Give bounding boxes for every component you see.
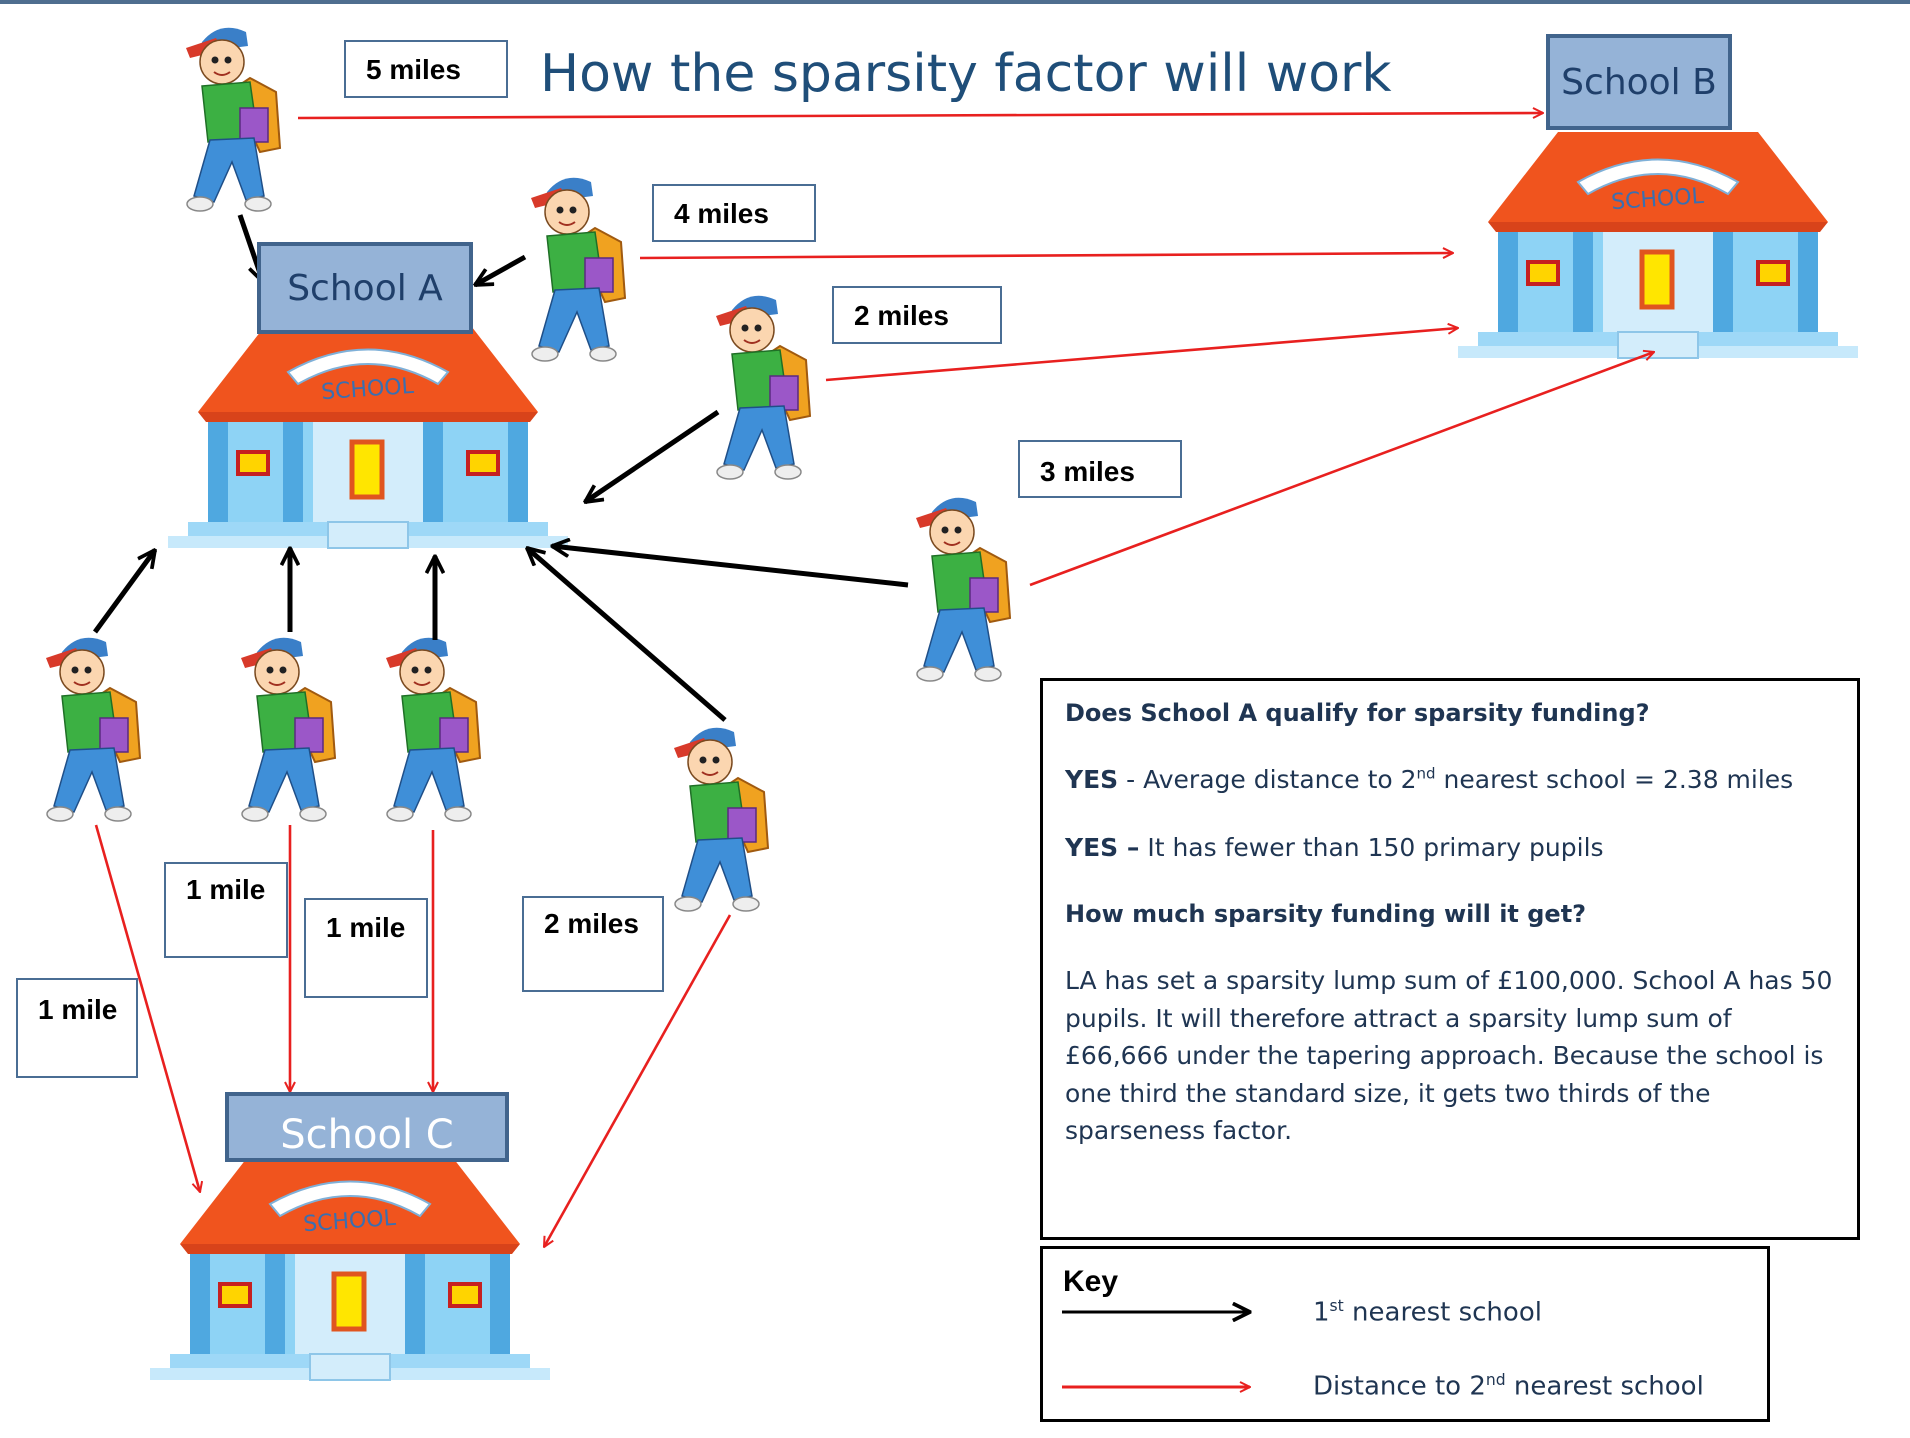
question-qualify: Does School A qualify for sparsity fundi… xyxy=(1065,699,1650,727)
distance-text: 1 mile xyxy=(326,912,406,943)
arrow-second-5 xyxy=(94,824,200,1192)
school-a-label: School A xyxy=(257,242,473,334)
school-b-building xyxy=(1458,132,1858,358)
pupil-6 xyxy=(240,636,336,822)
school-a-building xyxy=(168,322,568,548)
distance-text: 4 miles xyxy=(674,198,769,229)
distance-label-3mi: 3 miles xyxy=(1018,440,1182,498)
distance-label-2mi-top: 2 miles xyxy=(832,286,1002,344)
distance-label-4mi: 4 miles xyxy=(652,184,816,242)
distance-text: 5 miles xyxy=(366,54,461,85)
school-c-label: School C xyxy=(225,1092,509,1162)
arrow-second-8 xyxy=(542,914,732,1247)
top-rule xyxy=(0,0,1910,4)
funding-explanation: LA has set a sparsity lump sum of £100,0… xyxy=(1065,966,1833,1145)
superscript: nd xyxy=(1485,1371,1506,1389)
distance-label-5mi: 5 miles xyxy=(344,40,508,98)
arrow-second-4 xyxy=(1029,352,1654,587)
superscript: st xyxy=(1329,1297,1344,1315)
superscript: nd xyxy=(1416,764,1436,783)
distance-label-1mi-b: 1 mile xyxy=(304,898,428,998)
pupil-4 xyxy=(915,496,1011,682)
page-title: How the sparsity factor will work xyxy=(540,44,1392,104)
legend-key: Key 1st nearest school Distance to 2nd n… xyxy=(1040,1246,1770,1422)
arrow-first-3 xyxy=(585,409,720,502)
arrow-first-8 xyxy=(527,548,727,722)
distance-text: 1 mile xyxy=(38,994,118,1025)
yes-label: YES xyxy=(1065,765,1119,794)
key-text: Distance to 2 xyxy=(1313,1371,1486,1402)
distance-label-1mi-a: 1 mile xyxy=(164,862,288,958)
pupil-7 xyxy=(385,636,481,822)
distance-text: 1 mile xyxy=(186,874,266,905)
school-a-label-text: School A xyxy=(287,267,443,309)
school-b-label: School B xyxy=(1546,34,1732,130)
school-b-label-text: School B xyxy=(1561,61,1717,103)
yes-label: YES – xyxy=(1065,832,1140,862)
distance-text: 3 miles xyxy=(1040,456,1135,487)
question-funding: How much sparsity funding will it get? xyxy=(1065,900,1587,928)
key-text: nearest school xyxy=(1343,1297,1542,1328)
school-c-building xyxy=(150,1154,550,1380)
distance-label-1mi-c: 1 mile xyxy=(16,978,138,1078)
answer-pupils: YES – It has fewer than 150 primary pupi… xyxy=(1065,829,1835,867)
distance-text: 2 miles xyxy=(544,908,639,939)
answer-pupils-text: It has fewer than 150 primary pupils xyxy=(1139,832,1604,862)
answer-distance-text: - Average distance to 2 xyxy=(1118,765,1417,794)
key-second-nearest: Distance to 2nd nearest school xyxy=(1313,1371,1704,1402)
answer-distance: YES - Average distance to 2nd nearest sc… xyxy=(1065,761,1835,799)
pupil-5 xyxy=(45,636,141,822)
key-title: Key xyxy=(1063,1265,1119,1298)
pupil-3 xyxy=(715,294,811,480)
arrow-first-5 xyxy=(92,550,155,634)
sparsity-info-box: Does School A qualify for sparsity fundi… xyxy=(1040,678,1860,1240)
arrow-first-2 xyxy=(475,254,527,288)
pupil-2 xyxy=(530,176,626,362)
key-text: nearest school xyxy=(1505,1371,1704,1402)
pupil-1 xyxy=(185,26,281,212)
distance-text: 2 miles xyxy=(854,300,949,331)
school-c-label-text: School C xyxy=(280,1112,454,1158)
arrow-second-1 xyxy=(297,113,1543,120)
key-first-nearest: 1st nearest school xyxy=(1313,1297,1542,1328)
key-text: 1 xyxy=(1313,1297,1330,1328)
pupil-8 xyxy=(673,726,769,912)
arrow-second-3 xyxy=(825,328,1458,382)
arrow-second-2 xyxy=(639,253,1453,260)
distance-label-2mi-bottom: 2 miles xyxy=(522,896,664,992)
arrow-first-4 xyxy=(552,546,909,588)
answer-distance-rest: nearest school = 2.38 miles xyxy=(1435,765,1794,794)
